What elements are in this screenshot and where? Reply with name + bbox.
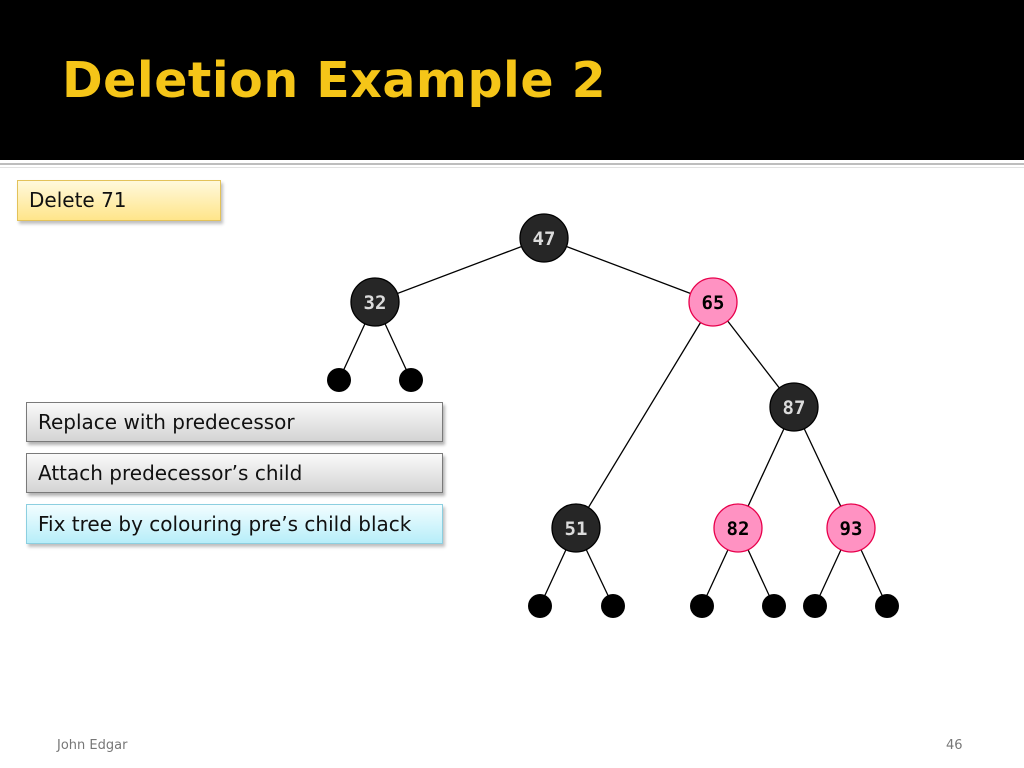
null-leaf (875, 594, 899, 618)
tree-node-label: 51 (565, 518, 588, 540)
tree-node-circle (769, 382, 819, 432)
tree-node-circle (519, 213, 569, 263)
tree-node-circle (713, 503, 763, 553)
page-number: 46 (946, 738, 963, 753)
delete-note: Delete 71 (17, 180, 221, 221)
title-divider (0, 163, 1024, 165)
step-replace-note: Replace with predecessor (26, 402, 443, 442)
tree-node-label: 47 (533, 228, 556, 250)
tree-node-label: 82 (727, 518, 750, 540)
tree-edge-n47-n65 (543, 237, 714, 303)
tree-node-82: 82 (713, 503, 763, 553)
null-leaf (327, 368, 351, 392)
null-leaf (601, 594, 625, 618)
tree-node-87: 87 (769, 382, 819, 432)
tree-edge-n65-n51 (575, 301, 714, 529)
tree-node-circle (826, 503, 876, 553)
null-leaf (690, 594, 714, 618)
tree-node-circle (688, 277, 738, 327)
tree-null-leaves (327, 368, 899, 618)
null-leaf (399, 368, 423, 392)
title-divider-thin (0, 167, 1024, 168)
null-leaf (528, 594, 552, 618)
tree-node-label: 93 (840, 518, 863, 540)
footer-author: John Edgar (57, 738, 128, 753)
tree-node-32: 32 (350, 277, 400, 327)
step-fix-note: Fix tree by colouring pre’s child black (26, 504, 443, 544)
tree-node-65: 65 (688, 277, 738, 327)
tree-node-label: 32 (364, 292, 387, 314)
tree-node-label: 65 (702, 292, 725, 314)
tree-node-93: 93 (826, 503, 876, 553)
slide-title: Deletion Example 2 (62, 52, 607, 109)
tree-node-circle (350, 277, 400, 327)
tree-edge-n47-n32 (374, 237, 545, 303)
tree-node-label: 87 (783, 397, 806, 419)
title-bar: Deletion Example 2 (0, 0, 1024, 160)
tree-node-51: 51 (551, 503, 601, 553)
null-leaf (762, 594, 786, 618)
tree-node-circle (551, 503, 601, 553)
tree-nodes: 47 32 65 87 51 82 93 (350, 213, 876, 553)
tree-node-47: 47 (519, 213, 569, 263)
null-leaf (803, 594, 827, 618)
step-attach-note: Attach predecessor’s child (26, 453, 443, 493)
